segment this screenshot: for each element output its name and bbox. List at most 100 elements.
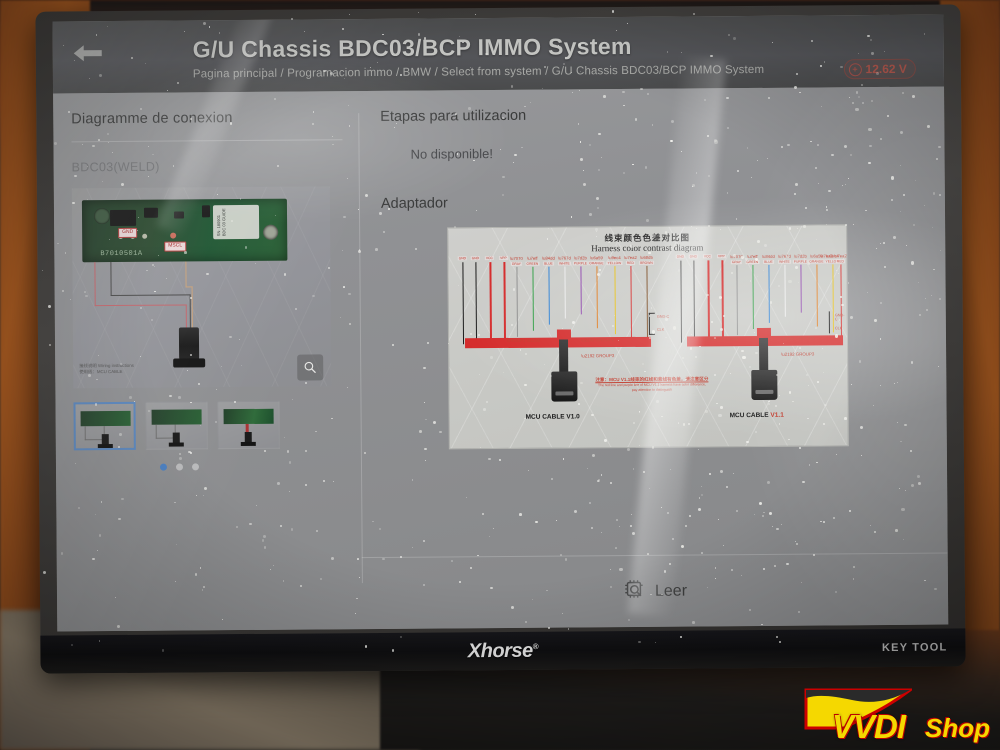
- group-label-2-v11: \u2192 GROUP2: [780, 335, 815, 341]
- pcb-chip: [201, 205, 211, 218]
- warning-en-2: pay attention to distinguish: [631, 387, 673, 392]
- device-model-label: KEY TOOL: [881, 641, 948, 655]
- read-action-bar[interactable]: Leer: [361, 552, 949, 630]
- xhorse-brand-logo: Xhorse®: [467, 639, 539, 662]
- usage-steps-body: No disponible!: [410, 146, 493, 162]
- connector-neck-v11: [758, 337, 769, 372]
- wiring-instructions-note: 接线说明 Wiring instructions 使用线：MCU CABLE: [79, 362, 134, 375]
- breadcrumb: Pagina principal / Programacion immo / B…: [192, 63, 765, 81]
- wire-label-en: GREEN: [525, 261, 540, 266]
- wire-label-cn: \u7d2b: [573, 255, 587, 261]
- xhorse-tablet-device: G/U Chassis BDC03/BCP IMMO System Pagina…: [35, 4, 966, 674]
- battery-voltage-value: 12.62 V: [865, 61, 907, 77]
- wire-label-en: BLUE: [543, 261, 554, 266]
- pager-dot-3[interactable]: [191, 463, 199, 471]
- harness-color-diagram[interactable]: 线束颜色色差对比图 Harness color contrast diagram…: [447, 224, 849, 450]
- thumbnail-item-2[interactable]: [145, 401, 208, 450]
- pager-dot-1[interactable]: [159, 463, 167, 471]
- pcb-pad-mscl: [170, 232, 177, 239]
- wire-label-cn: \u7eff: [527, 255, 538, 261]
- wire-label: GND: [675, 254, 686, 259]
- wire-label-en: GREEN: [745, 259, 760, 265]
- watermark-text-vvdi: VVDI: [832, 708, 906, 745]
- wire-label-cn: \u7070: [509, 255, 523, 261]
- wire-label-en: RED: [625, 260, 635, 266]
- back-arrow-icon[interactable]: [71, 41, 105, 65]
- wire-label: VCC: [484, 256, 494, 261]
- wiring-diagram-image[interactable]: SN: 180901 BDC 03 GUIDE B7010501A GND MS…: [71, 186, 332, 389]
- wire-label-cn: \u7ea2: [623, 254, 637, 261]
- pcb-mounting-hole: [263, 224, 279, 240]
- wire-label-en: BLUE: [763, 259, 774, 264]
- device-screen: G/U Chassis BDC03/BCP IMMO System Pagina…: [52, 14, 949, 632]
- pcb-chip: [173, 211, 185, 219]
- thumbnail-connector: [172, 432, 180, 444]
- connector-neck-v10: [559, 339, 569, 374]
- side-bracket: [828, 311, 830, 334]
- wire-label-cn: \u7ea2: [819, 253, 833, 259]
- app-header: G/U Chassis BDC03/BCP IMMO System Pagina…: [52, 14, 945, 94]
- vvdishop-watermark: VVDI Shop: [798, 686, 994, 748]
- app-body: Diagramme de conexion BDC03(WELD): [53, 86, 949, 632]
- thumbnail-pcb: [223, 408, 274, 425]
- wire-black: [110, 262, 113, 297]
- battery-icon: +: [848, 62, 862, 76]
- thumbnail-strip: [73, 400, 344, 451]
- pcb-sticker: SN: 180901 BDC 03 GUIDE: [212, 204, 260, 240]
- wire-label: VCC: [702, 254, 712, 259]
- side-bracket: [648, 312, 655, 314]
- pcb-label-mscl: MSCL: [164, 241, 187, 252]
- harness-warning-note: 注意：MCU V1.1线束的红线和紫线有色差，请注意区分 The red lin…: [595, 376, 708, 392]
- wire-label-cn: \u84dd: [541, 255, 555, 261]
- pager-dot-2[interactable]: [175, 463, 183, 471]
- wire-label-en: BROWN: [639, 260, 654, 265]
- wire-label-en: YELLOW: [606, 261, 623, 266]
- device-bottom-bezel: Xhorse® KEY TOOL: [40, 628, 966, 674]
- wire-label: GND: [688, 254, 699, 259]
- thumbnail-pcb: [151, 409, 202, 425]
- pcb-chip: [109, 209, 137, 227]
- group-label-2-v10: \u2192 GROUP2: [580, 337, 615, 343]
- wire-label: GND: [457, 256, 468, 261]
- usage-steps-heading: Etapas para utilizacion: [380, 107, 527, 125]
- group-label-1-v11: GROUP1 \u2192: [704, 336, 739, 342]
- thumbnail-pcb: [80, 410, 131, 427]
- thumbnail-wire: [84, 426, 86, 441]
- wire-label-en: WHITE: [558, 261, 571, 266]
- magnifier-icon[interactable]: [297, 354, 324, 381]
- connector-notch: [555, 391, 574, 396]
- side-label-clk-2: CLK: [834, 326, 843, 331]
- thumbnail-item-3[interactable]: [217, 400, 280, 450]
- group-label-3-v10: \u2192 GROUP3: [581, 353, 615, 359]
- connector-notch: [755, 389, 774, 394]
- wire-label-cn: \u767d: [557, 255, 571, 261]
- left-pane-rule: [71, 139, 343, 143]
- wire-label-cn: \u7d2b: [793, 253, 807, 259]
- pcb-part-code: B7010501A: [100, 249, 143, 259]
- wire-label-cn: \u6a59: [589, 255, 603, 261]
- wire-label-en: PURPLE: [572, 261, 589, 266]
- wire-label-en: GRAY: [730, 260, 742, 265]
- pcb-label-gnd: GND: [118, 227, 138, 238]
- battery-status-badge: + 12.62 V: [843, 58, 916, 80]
- page-title: G/U Chassis BDC03/BCP IMMO System: [192, 32, 632, 63]
- side-label-gnd-c: GND-C: [656, 314, 670, 319]
- wire-label-cn: \u84dd: [761, 253, 775, 259]
- wire-orange: [185, 261, 187, 288]
- wire-label-en: ORANGE: [588, 261, 605, 266]
- thumbnail-connector: [101, 434, 109, 446]
- wire-label-cn: \u7ea2: [833, 253, 847, 259]
- wire-label-cn: \u767d: [777, 253, 791, 259]
- wire-label-cn: \u7070: [729, 254, 743, 260]
- wire-red: [185, 304, 188, 330]
- module-name-label: BDC03(WELD): [71, 159, 160, 175]
- wire-label-en: WHITE: [778, 259, 791, 264]
- cable-name-v10: MCU CABLE V1.0: [525, 413, 580, 421]
- connection-diagram-pane: Diagramme de conexion BDC03(WELD): [53, 91, 362, 631]
- wire-label-cn: \u9ec4: [608, 255, 621, 261]
- chip-scan-icon: [623, 578, 645, 605]
- pcb-chip: [143, 207, 159, 218]
- thumbnail-item-1[interactable]: [73, 401, 136, 451]
- read-button-label: Leer: [654, 582, 688, 600]
